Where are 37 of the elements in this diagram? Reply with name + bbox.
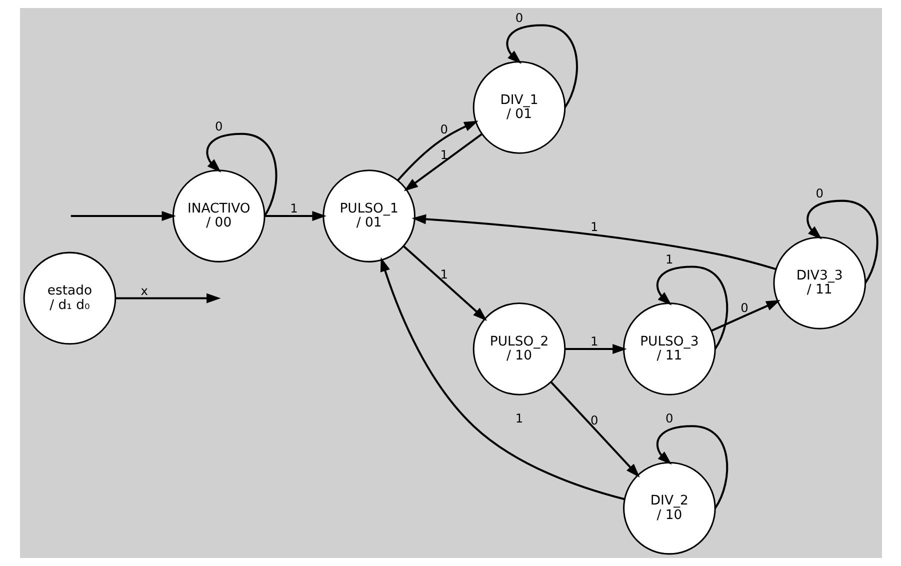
- edge-label: 0: [665, 412, 673, 426]
- arrow: [402, 245, 487, 321]
- edge-label: 0: [440, 122, 448, 136]
- arrow: [380, 257, 624, 500]
- node-circle: DIV3_3 / 11: [772, 236, 866, 330]
- edge-label: 0: [514, 10, 523, 25]
- arrow: [403, 133, 482, 192]
- edge-label: 1: [440, 148, 448, 162]
- arrow: [656, 266, 728, 350]
- edge-label: x: [140, 284, 148, 298]
- arrow: [710, 300, 780, 332]
- node-circle: estado / d₁ d₀: [22, 252, 116, 345]
- arrow: [806, 200, 878, 284]
- arrow: [411, 214, 776, 270]
- edge-label: 1: [440, 268, 448, 282]
- node-circle: PULSO_3 / 11: [622, 302, 716, 396]
- node-circle: DIV_1 / 01: [472, 61, 566, 154]
- arrow: [70, 211, 176, 222]
- arrow: [206, 132, 277, 217]
- arrow: [115, 293, 220, 304]
- edge-label: 0: [815, 186, 823, 200]
- arrow: [656, 425, 728, 509]
- edge-label: 1: [290, 202, 298, 216]
- node-circle: INACTIVO / 00: [172, 170, 265, 262]
- edge-label: 0: [214, 119, 222, 134]
- edge-label: 1: [590, 334, 598, 349]
- node-circle: PULSO_1 / 01: [322, 170, 415, 262]
- arrow: [264, 211, 326, 222]
- edge-label: 0: [590, 414, 598, 428]
- arrow: [396, 120, 478, 182]
- arrow: [550, 381, 640, 478]
- arrow: [506, 24, 578, 108]
- arrow: [564, 344, 626, 354]
- edge-label: 1: [665, 252, 673, 266]
- edge-label: 1: [514, 412, 523, 426]
- edge-label: 1: [590, 220, 598, 234]
- edge-label: 0: [740, 301, 748, 316]
